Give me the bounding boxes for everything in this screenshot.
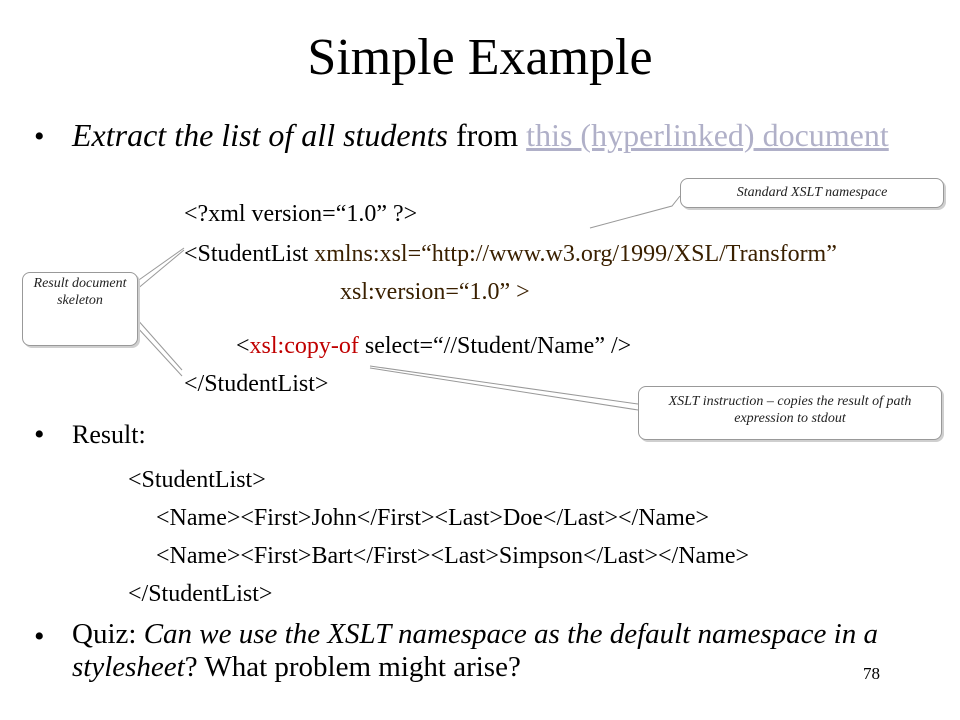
bullet-extract-italic: Extract the list of all students — [72, 117, 448, 153]
code-line-copy-of: <xsl:copy-of select=“//Student/Name” /> — [236, 332, 631, 360]
code-copy-of-select: select=“//Student/Name” /> — [358, 333, 632, 359]
result-label-colon: : — [138, 420, 146, 449]
code-studentlist-tag: <StudentList — [184, 241, 315, 267]
result-label: Result: — [72, 420, 146, 450]
code-copy-of-keyword: xsl:copy-of — [249, 333, 359, 359]
callout-skeleton: Result document skeleton — [22, 272, 138, 346]
bullet-extract: Extract the list of all students from th… — [72, 118, 892, 152]
result-line-1: <StudentList> — [128, 467, 266, 493]
page-number: 78 — [863, 664, 880, 683]
code-line-version: xsl:version=“1.0” > — [340, 279, 530, 305]
code-line-studentlist-open: <StudentList xmlns:xsl=“http://www.w3.or… — [184, 240, 837, 268]
bullet-glyph: • — [34, 120, 45, 153]
code-line-xml-decl: <?xml version=“1.0” ?> — [184, 201, 418, 227]
slide-title: Simple Example — [307, 29, 653, 86]
quiz-question-plain: ? What problem might arise? — [184, 651, 521, 683]
code-xsl-namespace-attr: xmlns:xsl=“http://www.w3.org/1999/XSL/Tr… — [314, 241, 837, 267]
quiz-label: Quiz: — [72, 618, 144, 650]
document-link[interactable]: this (hyperlinked) document — [526, 117, 889, 153]
quiz-question-italic: Can we use the XSLT namespace as the def… — [72, 618, 878, 683]
code-line-studentlist-close: </StudentList> — [184, 371, 329, 397]
result-label-text: Result — [72, 420, 139, 449]
quiz-text: Quiz: Can we use the XSLT namespace as t… — [72, 618, 932, 684]
result-line-2: <Name><First>John</First><Last>Doe</Last… — [156, 505, 710, 531]
result-line-3: <Name><First>Bart</First><Last>Simpson</… — [156, 543, 750, 569]
bullet-glyph-result: • — [34, 418, 45, 451]
bullet-glyph-quiz: • — [34, 620, 45, 653]
result-line-4: </StudentList> — [128, 581, 273, 607]
callout-namespace: Standard XSLT namespace — [680, 178, 944, 208]
bullet-extract-plain: from — [447, 117, 527, 153]
code-lt: < — [236, 333, 250, 359]
callout-instruction: XSLT instruction – copies the result of … — [638, 386, 942, 440]
